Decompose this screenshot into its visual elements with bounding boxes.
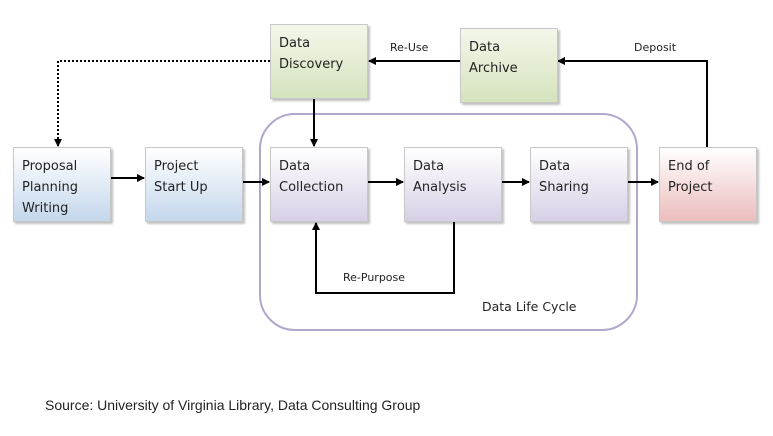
- box-text: Writing: [22, 201, 69, 216]
- source-caption: Source: University of Virginia Library, …: [45, 397, 421, 413]
- data-life-cycle-group: [259, 113, 638, 331]
- box-proposal: Proposal Planning Writing: [13, 147, 111, 222]
- box-text: Data: [413, 159, 445, 174]
- box-text: End of: [668, 159, 710, 174]
- arrow-deposit: [557, 57, 708, 147]
- box-text: Discovery: [279, 57, 344, 72]
- arrow-dotted-discovery-to-proposal: [54, 60, 270, 147]
- box-text: Analysis: [413, 180, 467, 195]
- box-text: Proposal: [22, 159, 78, 174]
- box-text: Project: [154, 159, 199, 174]
- box-text: Data: [539, 159, 571, 174]
- box-end-of-project: End of Project: [659, 147, 757, 222]
- box-project-start-up: Project Start Up: [145, 147, 243, 222]
- box-text: Data: [279, 159, 311, 174]
- box-text: Planning: [22, 180, 78, 195]
- box-data-analysis: Data Analysis: [404, 147, 502, 222]
- box-text: Data: [469, 40, 501, 55]
- box-data-discovery: Data Discovery: [270, 24, 368, 99]
- label-re-use: Re-Use: [390, 41, 429, 54]
- label-deposit: Deposit: [634, 41, 677, 54]
- box-data-collection: Data Collection: [270, 147, 368, 222]
- box-text: Project: [668, 180, 713, 195]
- box-data-sharing: Data Sharing: [530, 147, 628, 222]
- label-data-life-cycle: Data Life Cycle: [482, 299, 577, 314]
- label-re-purpose: Re-Purpose: [343, 271, 406, 284]
- box-text: Archive: [469, 61, 518, 76]
- box-text: Start Up: [154, 180, 208, 195]
- box-text: Sharing: [539, 180, 589, 195]
- box-data-archive: Data Archive: [460, 28, 558, 103]
- box-text: Collection: [279, 180, 344, 195]
- box-text: Data: [279, 36, 311, 51]
- arrow-repurpose: [312, 222, 455, 294]
